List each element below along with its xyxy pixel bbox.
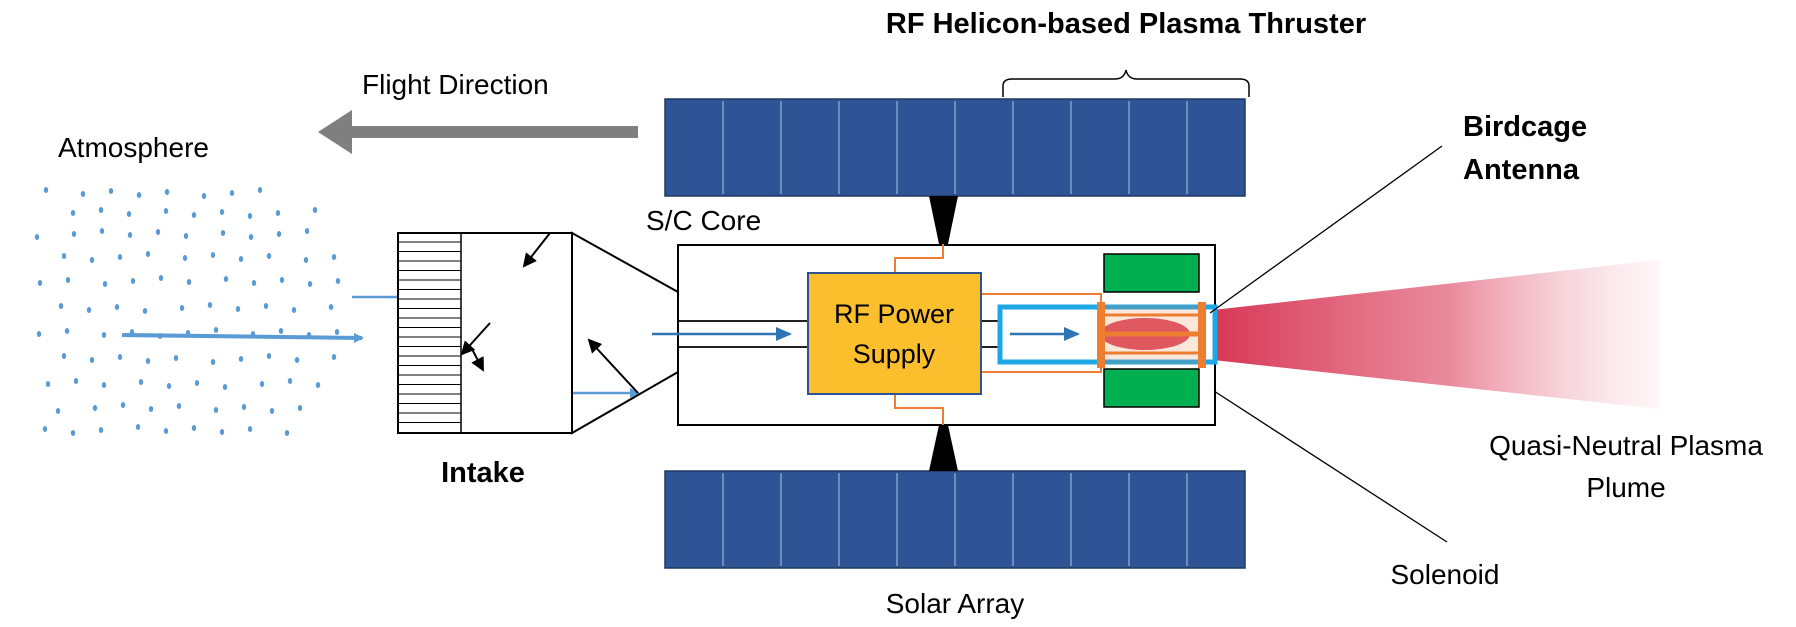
plume-label-line2: Plume (1586, 472, 1665, 503)
intake (397, 231, 679, 435)
reflection-arrow-2 (460, 322, 491, 356)
solenoid-coil-bottom (1103, 368, 1200, 408)
birdcage-leader-line (1209, 145, 1443, 314)
solenoid-label: Solenoid (1391, 559, 1500, 590)
rf-power-label-line1: RF Power (834, 299, 954, 329)
birdcage-antenna (1097, 302, 1206, 368)
rf-power-label-line2: Supply (853, 339, 936, 369)
solar-array-top (664, 98, 1246, 197)
solar-array-bottom (664, 470, 1246, 569)
birdcage-label-line2: Antenna (1463, 154, 1580, 186)
birdcage-label-line1: Birdcage (1463, 111, 1587, 143)
solar-array-label: Solar Array (886, 588, 1025, 619)
reflection-arrow-4 (587, 338, 639, 394)
flight-direction-arrow (318, 110, 638, 154)
intake-honeycomb-grid (398, 241, 461, 423)
rf-power-supply (807, 272, 982, 395)
atmosphere-label: Atmosphere (58, 132, 209, 163)
atmosphere-particles (34, 187, 341, 436)
intake-label: Intake (441, 457, 525, 489)
sc-core-label: S/C Core (646, 205, 761, 236)
flight-direction-label: Flight Direction (362, 69, 549, 100)
plume-label-line1: Quasi-Neutral Plasma (1489, 430, 1763, 461)
plasma-plume (1195, 260, 1659, 409)
inflow-arrow-main (121, 332, 364, 343)
strut-top (929, 196, 958, 244)
thruster-title: RF Helicon-based Plasma Thruster (886, 8, 1366, 40)
solenoid-coil-top (1103, 253, 1200, 293)
reflection-arrow-3 (471, 348, 484, 372)
solenoid-leader-line (1213, 390, 1448, 543)
strut-bottom (929, 425, 958, 471)
thruster-brace (1002, 69, 1250, 97)
reflection-arrow-1 (522, 232, 551, 268)
